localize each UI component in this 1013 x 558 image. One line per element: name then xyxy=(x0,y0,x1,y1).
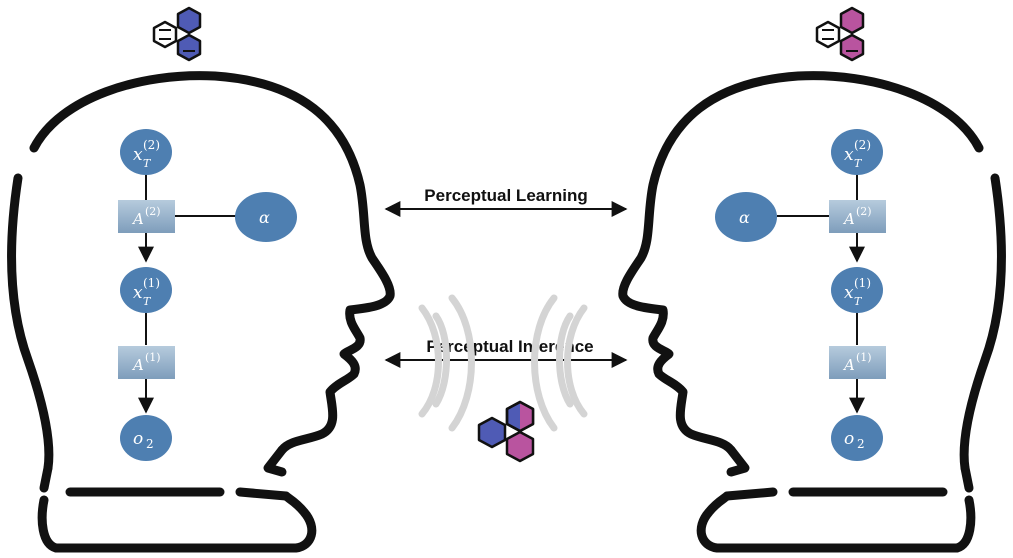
perceptual-learning-arrow: Perceptual Learning xyxy=(384,186,628,217)
left-node-o2: o 2 xyxy=(120,415,172,461)
left-alpha-label: α xyxy=(259,208,270,227)
right-box-a1: A (1) xyxy=(829,346,886,379)
right-o2-sub: 2 xyxy=(857,437,865,451)
left-molecule-icon xyxy=(152,6,202,62)
left-box-a1: A (1) xyxy=(118,346,175,379)
left-x1-sup: (1) xyxy=(143,276,160,290)
right-x2-sub: T xyxy=(854,157,863,170)
right-x1-sub: T xyxy=(854,295,863,308)
right-node-alpha: α xyxy=(715,192,777,242)
left-x2-sub: T xyxy=(143,157,152,170)
left-a2-sup: (2) xyxy=(145,205,161,218)
left-o2-base: o xyxy=(133,429,143,449)
right-x1-base: x xyxy=(844,283,854,303)
left-o2-sub: 2 xyxy=(146,437,154,451)
right-box-a2: A (2) xyxy=(829,200,886,233)
right-node-x2: x (2) T xyxy=(831,129,883,175)
right-head-outline xyxy=(618,71,1006,553)
right-molecule-icon xyxy=(815,6,865,62)
right-diagram-edges xyxy=(777,174,865,414)
sound-waves-icon xyxy=(418,294,588,432)
left-a2-base: A xyxy=(131,210,144,228)
right-x2-sup: (2) xyxy=(854,138,871,152)
perceptual-inference-arrow: Perceptual Inference xyxy=(384,337,628,368)
left-node-x2: x (2) T xyxy=(120,129,172,175)
right-node-o2: o 2 xyxy=(831,415,883,461)
right-a1-base: A xyxy=(842,356,855,374)
left-a1-sup: (1) xyxy=(145,351,161,364)
left-x2-base: x xyxy=(133,145,143,165)
left-x1-base: x xyxy=(133,283,143,303)
perceptual-learning-label: Perceptual Learning xyxy=(424,186,587,205)
right-node-x1: x (1) T xyxy=(831,267,883,313)
right-x1-sup: (1) xyxy=(854,276,871,290)
right-o2-base: o xyxy=(844,429,854,449)
left-head-outline xyxy=(7,71,395,553)
right-x2-base: x xyxy=(844,145,854,165)
left-x2-sup: (2) xyxy=(143,138,160,152)
right-a2-sup: (2) xyxy=(856,205,872,218)
left-diagram-edges xyxy=(138,174,236,414)
left-a1-base: A xyxy=(131,356,144,374)
right-a1-sup: (1) xyxy=(856,351,872,364)
left-node-alpha: α xyxy=(235,192,297,242)
shared-molecule-icon xyxy=(477,400,535,463)
right-a2-base: A xyxy=(842,210,855,228)
right-alpha-label: α xyxy=(739,208,750,227)
left-x1-sub: T xyxy=(143,295,152,308)
left-node-x1: x (1) T xyxy=(120,267,172,313)
left-box-a2: A (2) xyxy=(118,200,175,233)
